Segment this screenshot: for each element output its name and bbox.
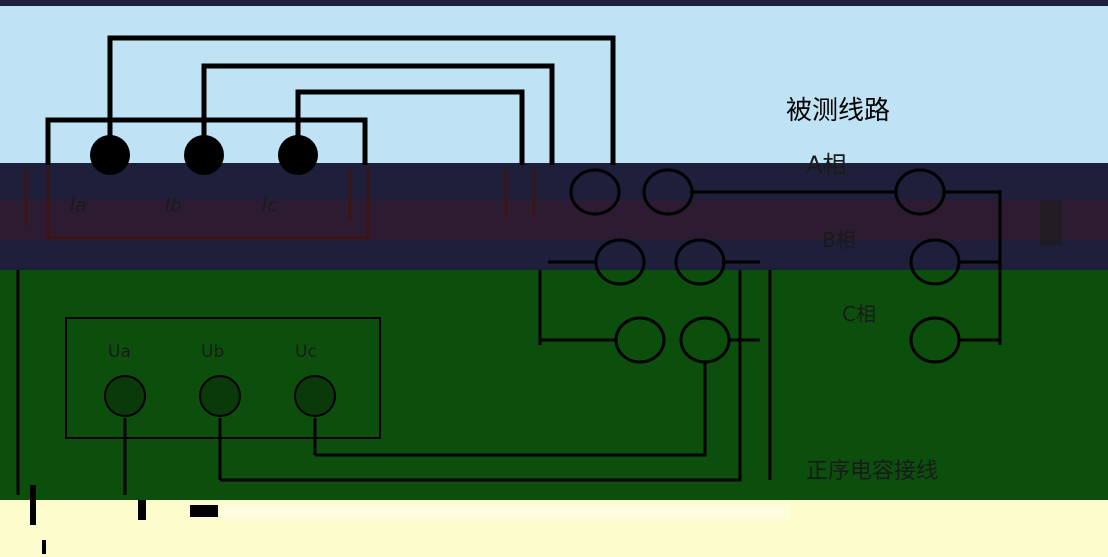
phase-c-label: C相 (842, 302, 876, 326)
terminal-ic-label: Ic (262, 195, 278, 216)
bottom-marks (30, 485, 218, 554)
green-band (0, 270, 1108, 500)
terminal-ub-label: Ub (201, 342, 225, 362)
voltage-terminals (104, 375, 336, 417)
right-stub (1040, 200, 1062, 245)
terminal-uc-label: Uc (295, 342, 317, 362)
terminal-ic-circle (278, 135, 318, 175)
terminal-ib-label: Ib (165, 195, 182, 216)
phase-b-label: B相 (822, 228, 856, 252)
terminal-ua-label: Ua (108, 342, 131, 362)
terminal-ub-circle (199, 375, 241, 417)
terminal-ia-label: Ia (70, 195, 87, 216)
phase-b-elements (548, 238, 1000, 286)
terminal-uc-circle (294, 375, 336, 417)
current-terminals (90, 135, 318, 175)
top-border (0, 0, 1108, 6)
positive-sequence-capacitance-label: 正序电容接线 (806, 459, 939, 484)
terminal-ia-circle (90, 135, 130, 175)
meter-box-lines (24, 168, 536, 240)
phase-a-label: A相 (806, 151, 847, 179)
connection-lines (16, 190, 1002, 495)
terminal-ib-circle (184, 135, 224, 175)
voltage-terminal-box (65, 317, 381, 439)
current-wires (45, 35, 616, 165)
line-under-test-label: 被测线路 (786, 96, 891, 126)
phase-a-elements (569, 168, 1000, 216)
red-stripe-left (0, 200, 1108, 240)
terminal-ua-circle (104, 375, 146, 417)
cream-bar-right (220, 505, 790, 519)
